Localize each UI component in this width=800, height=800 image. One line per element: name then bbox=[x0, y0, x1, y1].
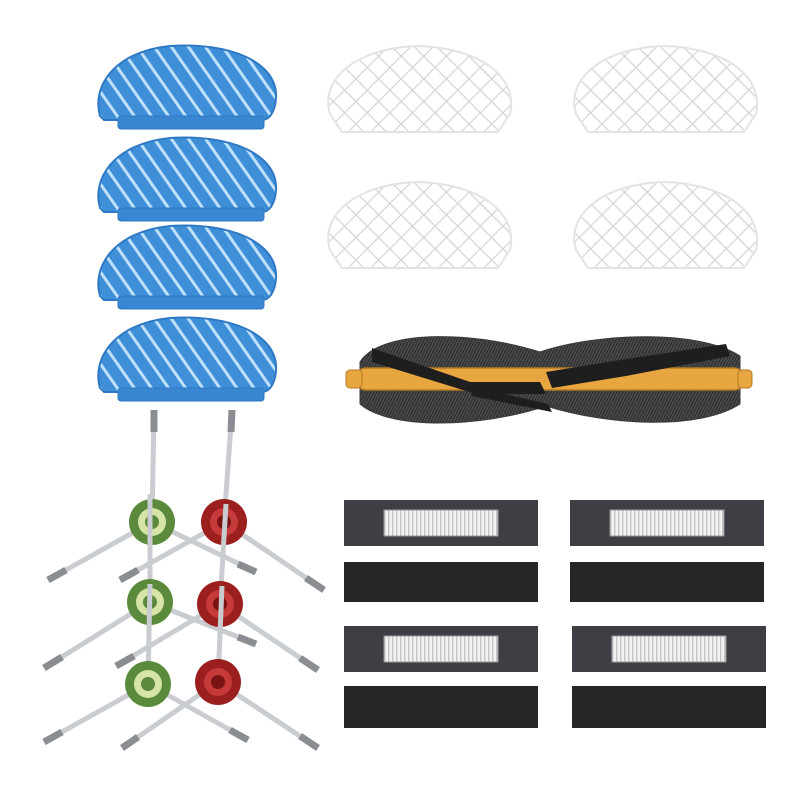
hepa-filter bbox=[344, 626, 538, 672]
mop-pad bbox=[97, 44, 278, 130]
foam-filter bbox=[570, 562, 764, 602]
hepa-filter bbox=[572, 626, 766, 672]
mop-pad bbox=[97, 136, 278, 222]
mesh-pad bbox=[327, 180, 513, 269]
mesh-pad bbox=[327, 44, 513, 133]
mop-pad bbox=[97, 316, 278, 402]
foam-filter bbox=[572, 686, 766, 728]
mesh-pad bbox=[573, 180, 759, 269]
hepa-filter bbox=[570, 500, 764, 546]
side-brush-red bbox=[120, 585, 320, 751]
hepa-filter bbox=[344, 500, 538, 546]
foam-filter bbox=[344, 686, 538, 728]
mop-pad bbox=[97, 224, 278, 310]
side-brush-green bbox=[42, 583, 250, 746]
mesh-pad bbox=[573, 44, 759, 133]
foam-filter bbox=[344, 562, 538, 602]
roller-brush bbox=[345, 336, 753, 424]
